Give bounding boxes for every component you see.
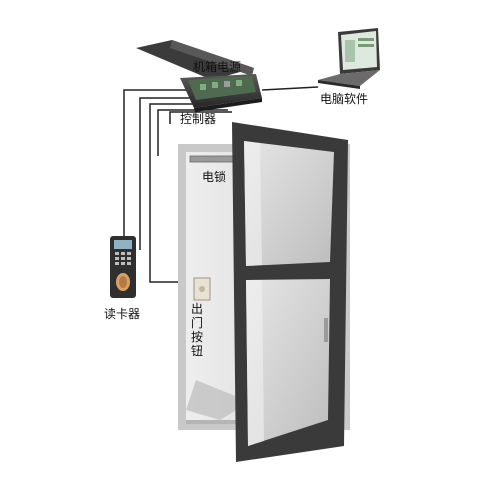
- label-card-reader: 读卡器: [104, 307, 141, 321]
- wire-exit-button: [149, 103, 206, 283]
- laptop-icon: [318, 28, 380, 89]
- electric-lock-icon: [189, 155, 237, 163]
- wire-reader-b: [139, 97, 200, 250]
- wire-reader-a: [123, 89, 192, 238]
- label-power-box: 机箱电源: [193, 60, 242, 74]
- label-exit-button: 出门按钮: [191, 302, 204, 358]
- wire-lock-b: [169, 111, 232, 124]
- label-computer-software: 电脑软件: [320, 92, 369, 106]
- label-controller: 控制器: [180, 112, 217, 126]
- label-electric-lock: 电锁: [202, 170, 227, 184]
- card-reader-icon: [110, 236, 136, 298]
- door-icon: [232, 122, 348, 462]
- exit-button-icon: [193, 277, 211, 301]
- controller-box-icon: [136, 40, 262, 112]
- wire-box-to-laptop: [261, 86, 319, 91]
